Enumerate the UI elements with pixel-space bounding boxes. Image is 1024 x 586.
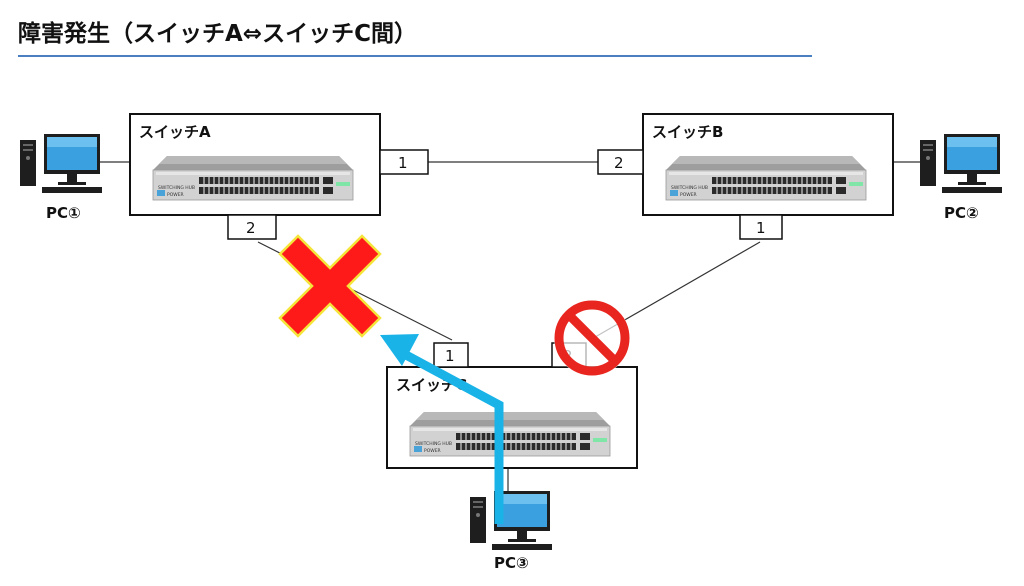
switch-b[interactable]: スイッチB [642, 113, 894, 216]
title-underline [18, 55, 812, 57]
blocked-port-icon [554, 300, 630, 376]
hub-c-power-label: POWER [424, 448, 441, 454]
switch-c[interactable]: スイッチC [386, 366, 638, 469]
pc1[interactable]: PC① [20, 134, 102, 222]
page-title: 障害発生（スイッチA⇔スイッチC間） [18, 21, 417, 47]
hub-a-power-label: POWER [167, 192, 184, 198]
hub-b-power-label: POWER [680, 192, 697, 198]
port-c1-label: 1 [445, 347, 455, 365]
port-b2: 2 [597, 149, 644, 175]
failure-x-icon [278, 234, 382, 338]
port-a2-label: 2 [246, 219, 256, 237]
pc3-label: PC③ [494, 554, 529, 572]
port-a1: 1 [379, 149, 429, 175]
pc2-label: PC② [944, 204, 979, 222]
pc3[interactable]: PC③ [470, 491, 552, 572]
switch-a-label: スイッチA [139, 123, 211, 141]
hub-a-model-label: SWITCHING HUB [158, 185, 195, 191]
switch-a[interactable]: スイッチA [129, 113, 381, 216]
port-c1: 1 [433, 342, 469, 368]
pc2-computer-icon [920, 134, 1002, 193]
hub-model-labels: SWITCHING HUB SWITCHING HUB SWITCHING HU… [158, 185, 708, 454]
pc3-computer-icon [470, 491, 552, 550]
port-b1: 1 [739, 214, 783, 240]
switch-b-label: スイッチB [652, 123, 723, 141]
pc2[interactable]: PC② [920, 134, 1002, 222]
traffic-path-arrow [380, 334, 504, 524]
pc1-computer-icon [20, 134, 102, 193]
hub-c-model-label: SWITCHING HUB [415, 441, 452, 447]
port-a1-label: 1 [398, 154, 408, 172]
hub-b-model-label: SWITCHING HUB [671, 185, 708, 191]
port-a2: 2 [227, 214, 277, 240]
pc1-label: PC① [46, 204, 81, 222]
port-b2-label: 2 [614, 154, 624, 172]
port-b1-label: 1 [756, 219, 766, 237]
